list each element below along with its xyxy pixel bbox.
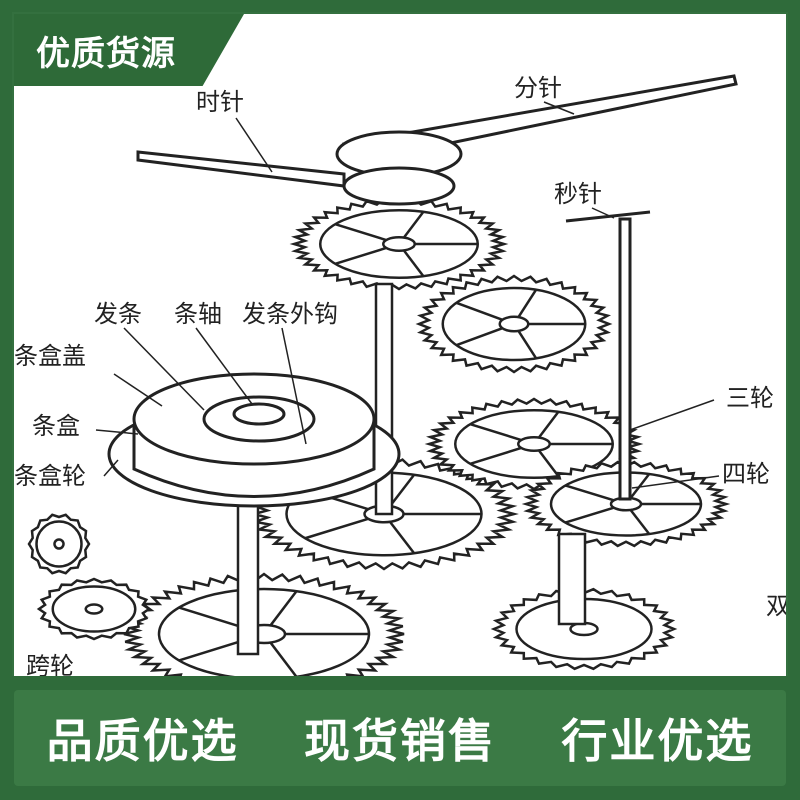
footer-banner: 品质优选 现货销售 行业优选 [0, 676, 800, 800]
escape-wheel-gear [490, 587, 678, 671]
slogan-quality: 品质优选 [46, 714, 239, 768]
slogan-industry: 行业优选 [561, 714, 754, 768]
label-partial-right: 双 [766, 592, 786, 620]
small-left-gear [27, 513, 91, 575]
hour-hand [136, 150, 346, 188]
fourth-wheel-gear [521, 460, 731, 548]
label-barrel: 条盒 [32, 412, 80, 440]
diagram-svg: 时针 分针 秒针 发条 条轴 发条外钩 条盒盖 条盒 条盒轮 三轮 四轮 跨轮 … [14, 74, 786, 676]
barrel-shaft [236, 492, 260, 656]
hour-wheel-gear [289, 197, 509, 291]
footer-slogan-bar: 品质优选 现货销售 行业优选 [14, 690, 786, 786]
label-minute-hand: 分针 [514, 74, 562, 102]
source-badge: 优质货源 [14, 14, 244, 86]
label-barrel-cover: 条盒盖 [14, 342, 86, 370]
great-wheel-gear [123, 572, 405, 676]
label-mainspring: 发条 [94, 300, 142, 328]
slogan-in-stock: 现货销售 [303, 714, 496, 768]
crossing-wheel-gear [36, 577, 152, 641]
second-pinion-shaft [618, 217, 632, 501]
label-fourth-wheel: 四轮 [722, 460, 770, 488]
label-outer-hook: 发条外钩 [242, 300, 338, 328]
label-arbor: 条轴 [174, 300, 222, 328]
label-hour-hand: 时针 [196, 88, 244, 116]
clock-movement-diagram: 时针 分针 秒针 发条 条轴 发条外钩 条盒盖 条盒 条盒轮 三轮 四轮 跨轮 … [14, 14, 786, 676]
label-second-hand: 秒针 [554, 180, 602, 208]
upper-third-gear [415, 274, 613, 374]
second-hand [565, 210, 651, 223]
label-barrel-wheel: 条盒轮 [14, 462, 86, 490]
fourth-pinion-shaft [557, 532, 587, 626]
label-third-wheel: 三轮 [726, 384, 774, 412]
label-crossing-wheel: 跨轮 [26, 652, 74, 676]
source-badge-text: 优质货源 [36, 34, 176, 74]
